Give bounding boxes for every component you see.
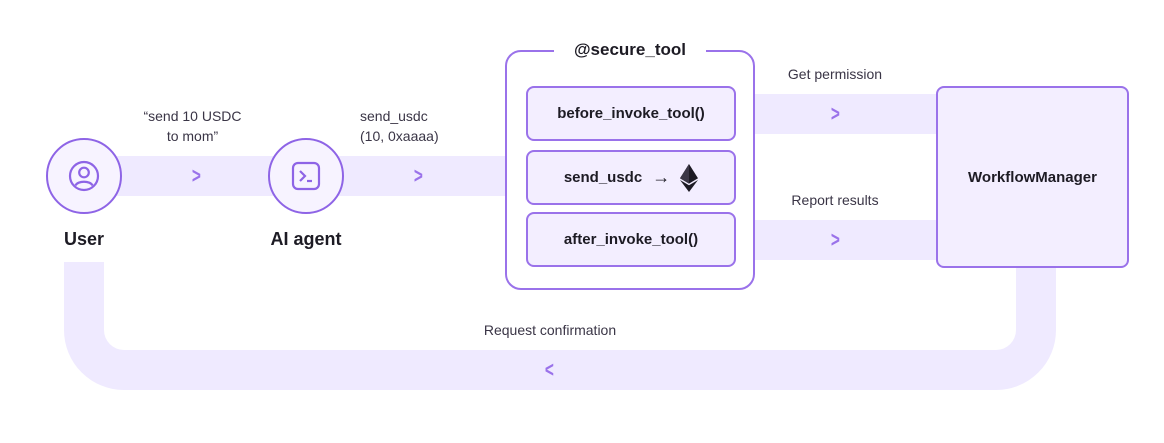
ai-agent-node: [268, 138, 344, 214]
workflow-manager-box: WorkflowManager: [936, 86, 1129, 268]
get-permission-text: Get permission: [787, 66, 883, 82]
ai-agent-label: AI agent: [270, 229, 342, 249]
chevron-right-icon: >: [830, 101, 840, 126]
after-invoke-tool-label: after_invoke_tool(): [563, 231, 699, 248]
secure-tool-title: @secure_tool: [554, 37, 706, 63]
before-invoke-tool-box: before_invoke_tool(): [526, 86, 736, 141]
send-usdc-box: send_usdc →: [526, 150, 736, 205]
user-icon: [68, 160, 100, 192]
flow-band-permission: [737, 94, 942, 134]
tool-call-text: send_usdc (10, 0xaaaa): [360, 106, 470, 146]
send-usdc-label: send_usdc: [563, 169, 643, 186]
ethereum-icon: [680, 163, 699, 192]
after-invoke-tool-box: after_invoke_tool(): [526, 212, 736, 267]
user-message-line-2: to mom”: [166, 128, 219, 144]
report-results-text: Report results: [791, 192, 879, 208]
user-node: [46, 138, 122, 214]
request-confirmation-text: Request confirmation: [483, 322, 617, 338]
chevron-right-icon: >: [413, 163, 423, 188]
terminal-icon: [291, 161, 321, 191]
arrow-right-icon: →: [652, 167, 671, 187]
user-label: User: [63, 229, 105, 249]
chevron-right-icon: >: [830, 227, 840, 252]
chevron-left-icon: <: [544, 357, 554, 382]
user-message-line-1: “send 10 USDC: [143, 108, 242, 124]
chevron-right-icon: >: [191, 163, 201, 188]
tool-call-line-2: (10, 0xaaaa): [360, 128, 439, 144]
tool-call-line-1: send_usdc: [360, 108, 428, 124]
confirmation-loop: [64, 262, 1056, 390]
user-message-text: “send 10 USDC to mom”: [120, 106, 265, 146]
flow-band-results: [737, 220, 942, 260]
workflow-manager-label: WorkflowManager: [968, 168, 1097, 186]
before-invoke-tool-label: before_invoke_tool(): [557, 105, 705, 122]
